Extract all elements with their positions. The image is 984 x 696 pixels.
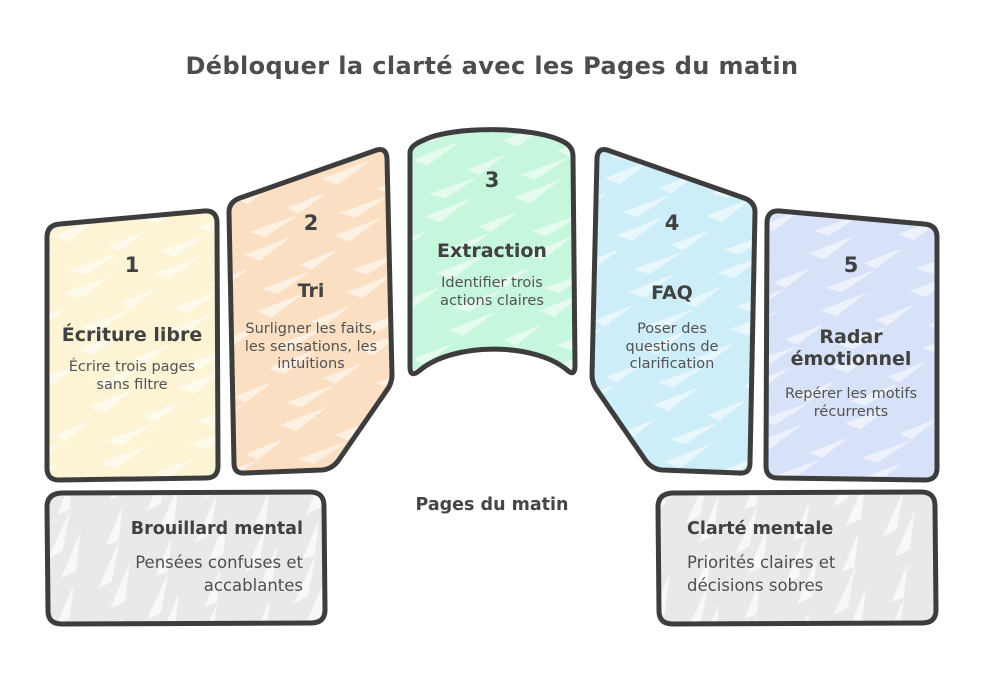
step-3-description: Identifier trois actions claires xyxy=(440,275,544,309)
step-4-description: Poser des questions de clarification xyxy=(625,321,719,372)
state-before-title: Brouillard mental xyxy=(130,519,303,539)
state-after-description: Priorités claires et décisions sobres xyxy=(687,553,836,595)
step-3-number: 3 xyxy=(484,168,500,192)
step-4-texture xyxy=(592,149,755,474)
state-before-description: Pensées confuses et accablantes xyxy=(135,553,303,595)
step-2-number: 2 xyxy=(303,211,319,235)
step-4-title: FAQ xyxy=(651,282,693,304)
page-title: Débloquer la clarté avec les Pages du ma… xyxy=(185,52,799,80)
step-2-texture xyxy=(229,149,392,474)
step-5-number: 5 xyxy=(843,253,859,277)
step-4-number: 4 xyxy=(664,211,680,235)
step-2-title: Tri xyxy=(297,280,325,302)
state-after-box-text: Clarté mentale Priorités claires et déci… xyxy=(687,518,920,597)
step-2-shape xyxy=(229,150,392,474)
step-2-description: Surligner les faits, les sensations, les… xyxy=(244,321,378,372)
step-5-title: Radar émotionnel xyxy=(790,326,912,370)
step-3-title: Extraction xyxy=(437,240,547,262)
step-1-title: Écriture libre xyxy=(61,324,203,346)
state-after-title: Clarté mentale xyxy=(687,519,834,539)
step-1-description: Écrire trois pages sans filtre xyxy=(68,359,196,393)
step-4-shape xyxy=(592,150,755,474)
step-5-description: Repérer les motifs récurrents xyxy=(784,386,918,420)
step-1-number: 1 xyxy=(124,253,140,277)
arch-base-label: Pages du matin xyxy=(415,495,569,515)
state-before-box-text: Brouillard mental Pensées confuses et ac… xyxy=(70,518,303,597)
